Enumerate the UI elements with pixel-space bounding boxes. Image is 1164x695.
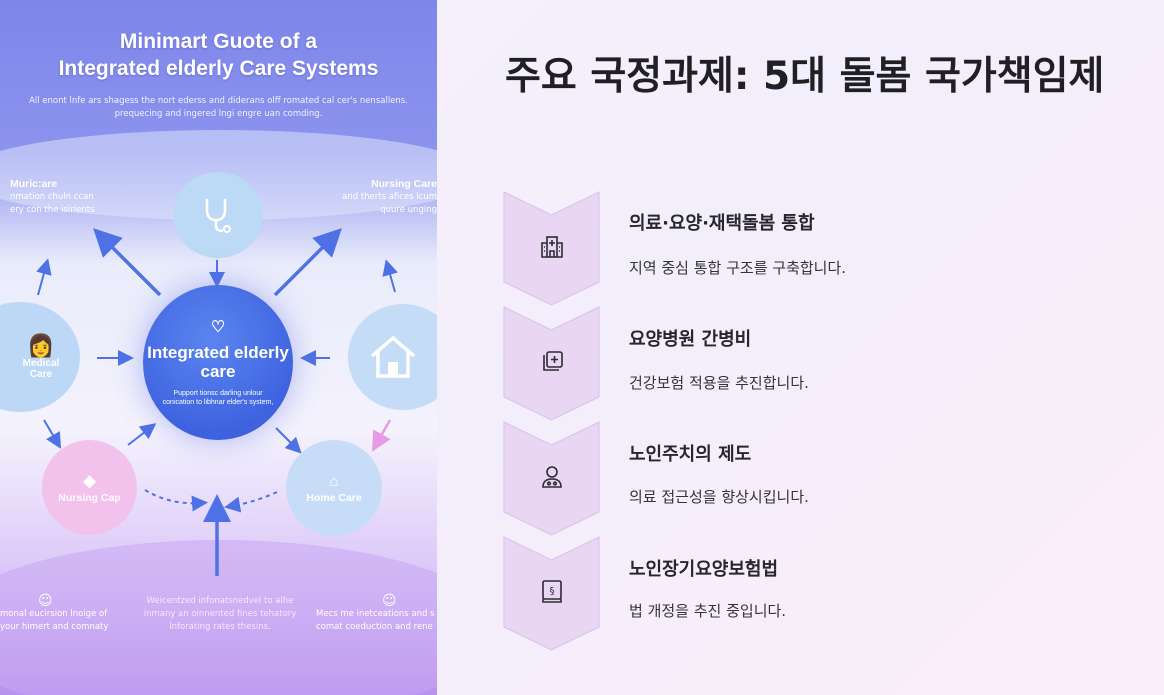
nursing-care-circle: ◆ Nursing Cap bbox=[42, 440, 137, 535]
hospital-icon bbox=[541, 236, 563, 258]
left-top-text: Muric:are nmation chuln ccan ery con the… bbox=[10, 178, 95, 215]
chevron-step-2 bbox=[503, 306, 600, 421]
home-icon: ⌂ bbox=[329, 473, 339, 490]
heart-hands-icon: ♡ bbox=[210, 318, 226, 336]
bottom-left-text: ☺ monal eucirsion lnoige of your himert … bbox=[0, 593, 109, 632]
item-title-4: 노인장기요양보험법 bbox=[629, 559, 779, 580]
infographic-subtitle: All enont lnfe ars shagess the nort eder… bbox=[29, 96, 408, 119]
stethoscope-icon bbox=[205, 199, 231, 233]
chevron-step-3 bbox=[503, 421, 600, 536]
infographic-image: Minimart Guote of a Integrated elderly C… bbox=[0, 0, 437, 695]
law-book-icon: § bbox=[542, 580, 562, 603]
integrated-care-circle: ♡ Integrated elderly care Pupport tionsc… bbox=[143, 285, 293, 440]
tray-icon: ◆ bbox=[83, 472, 96, 490]
house-circle bbox=[348, 304, 437, 410]
right-top-text: Nursing Care and therts afices lcum quur… bbox=[342, 178, 437, 215]
bottom-right-text: ☺ Mecs me inetceations and s comat coedu… bbox=[316, 593, 437, 634]
item-desc-3: 의료 접근성을 향상시킵니다. bbox=[629, 488, 809, 506]
infographic-arrows bbox=[36, 228, 398, 576]
item-title-3: 노인주치의 제도 bbox=[629, 444, 752, 465]
item-title-2: 요양병원 간병비 bbox=[629, 329, 752, 350]
chevron-step-1 bbox=[503, 191, 600, 306]
nurse-icon: 👩 bbox=[27, 333, 55, 358]
bottom-center-text: Weicentzed infonatsnedvel to alhe inmany… bbox=[143, 596, 297, 632]
item-desc-4: 법 개정을 추진 중입니다. bbox=[629, 602, 787, 620]
house-icon bbox=[370, 335, 416, 378]
item-desc-1: 지역 중심 통합 구조를 구축합니다. bbox=[629, 259, 847, 277]
item-desc-2: 건강보험 적용을 추진합니다. bbox=[629, 374, 809, 392]
seniors-icon: ☺ bbox=[38, 593, 53, 609]
item-title-1: 의료·요양·재택돌봄 통합 bbox=[629, 213, 815, 234]
caregiver-icon: ☺ bbox=[382, 593, 397, 609]
infographic-title: Minimart Guote of a Integrated elderly C… bbox=[58, 30, 379, 80]
svg-text:§: § bbox=[550, 586, 555, 597]
page-title: 주요 국정과제: 5대 돌봄 국가책임제 bbox=[505, 54, 1105, 99]
chevron-step-4: § bbox=[503, 536, 600, 651]
stethoscope-circle bbox=[173, 172, 263, 258]
doctor-icon bbox=[542, 466, 562, 488]
home-care-circle: ⌂ Home Care bbox=[286, 440, 382, 536]
medical-cross-icon bbox=[543, 351, 563, 371]
